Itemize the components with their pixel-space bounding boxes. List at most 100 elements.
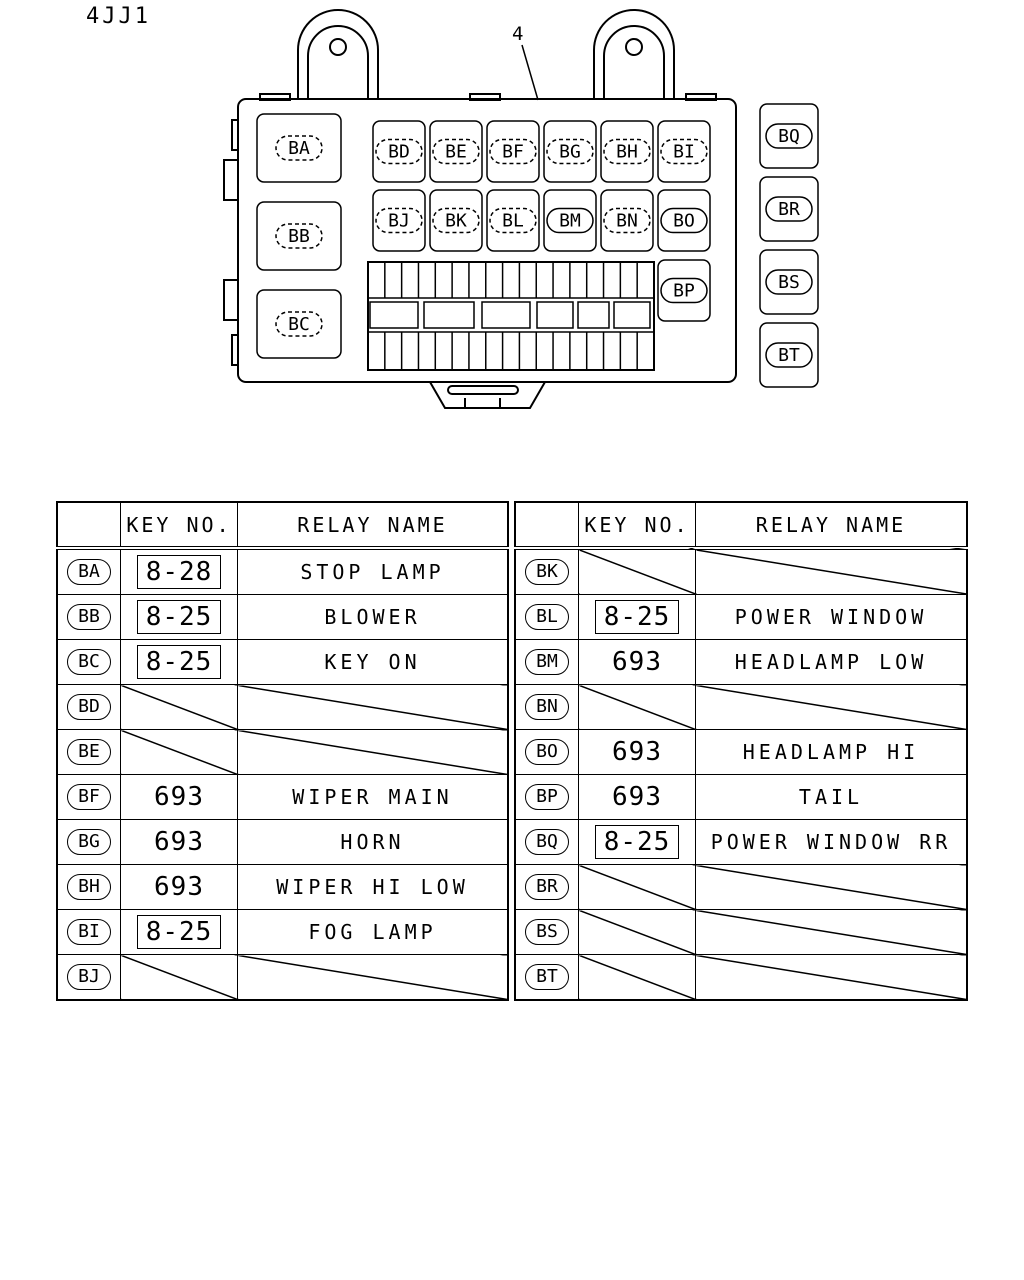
- key-no-cell: 693: [120, 864, 238, 910]
- relay-name-cell: [695, 547, 968, 595]
- relay-slot-bk: BK: [429, 189, 483, 252]
- header-id: [56, 501, 121, 550]
- key-no-cell: [578, 684, 696, 730]
- relay-slot-label: BC: [288, 314, 310, 335]
- key-no-value: 8-25: [136, 600, 222, 634]
- key-no-cell: 693: [120, 774, 238, 820]
- relay-slot-bp: BP: [657, 259, 711, 322]
- key-no-value: 693: [154, 827, 204, 857]
- relay-name-value: WIPER MAIN: [292, 785, 453, 809]
- relay-id-badge: BK: [525, 559, 569, 585]
- relay-box-body: [237, 98, 737, 383]
- key-no-value: 8-25: [136, 645, 222, 679]
- key-no-value: 693: [612, 782, 662, 812]
- relay-slot-bt: BT: [759, 322, 819, 388]
- relay-slot-label: BE: [445, 142, 467, 163]
- relay-id-badge: BF: [67, 784, 111, 810]
- relay-slot-ba: BA: [256, 113, 342, 183]
- relay-slot-label: BM: [559, 211, 581, 232]
- relay-slot-label: BA: [288, 138, 310, 159]
- relay-name-cell: WIPER HI LOW: [237, 864, 509, 910]
- relay-slot-label: BN: [616, 211, 638, 232]
- relay-name-value: HEADLAMP HI: [742, 740, 920, 764]
- key-no-cell: 693: [120, 819, 238, 865]
- key-no-value: 8-25: [594, 600, 680, 634]
- relay-id-cell: BJ: [56, 954, 121, 1001]
- relay-name-cell: [237, 954, 509, 1001]
- fuse-block: [367, 261, 655, 371]
- key-no-cell: [120, 954, 238, 1001]
- relay-name-cell: HORN: [237, 819, 509, 865]
- relay-id-cell: BQ: [514, 819, 579, 865]
- relay-id-badge: BN: [525, 694, 569, 720]
- relay-id-cell: BE: [56, 729, 121, 775]
- relay-name-cell: BLOWER: [237, 594, 509, 640]
- table-row: BS: [514, 909, 968, 955]
- relay-slot-label: BI: [673, 142, 695, 163]
- relay-name-value: POWER WINDOW RR: [710, 830, 952, 854]
- table-row: BK: [514, 547, 968, 595]
- relay-slot-bn: BN: [600, 189, 654, 252]
- relay-slot-bc: BC: [256, 289, 342, 359]
- callout-number: 4: [512, 23, 523, 45]
- relay-slot-label: BT: [778, 345, 800, 366]
- relay-name-cell: STOP LAMP: [237, 547, 509, 595]
- table-row: BJ: [56, 954, 509, 1001]
- relay-id-cell: BF: [56, 774, 121, 820]
- relay-name-cell: FOG LAMP: [237, 909, 509, 955]
- relay-slot-bo: BO: [657, 189, 711, 252]
- key-no-cell: 8-25: [120, 909, 238, 955]
- relay-slot-bg: BG: [543, 120, 597, 183]
- relay-slot-label: BL: [502, 211, 524, 232]
- key-no-value: 693: [154, 782, 204, 812]
- relay-id-cell: BI: [56, 909, 121, 955]
- table-row: BF 693 WIPER MAIN: [56, 774, 509, 820]
- relay-id-badge: BE: [67, 739, 111, 765]
- key-no-cell: 8-25: [120, 639, 238, 685]
- relay-id-badge: BL: [525, 604, 569, 630]
- relay-id-cell: BO: [514, 729, 579, 775]
- relay-name-value: KEY ON: [324, 650, 421, 674]
- key-no-cell: 693: [578, 639, 696, 685]
- relay-name-cell: HEADLAMP LOW: [695, 639, 968, 685]
- relay-name-value: HORN: [340, 830, 405, 854]
- relay-id-badge: BO: [525, 739, 569, 765]
- relay-id-badge: BM: [525, 649, 569, 675]
- relay-slot-br: BR: [759, 176, 819, 242]
- relay-id-badge: BS: [525, 919, 569, 945]
- relay-id-cell: BK: [514, 547, 579, 595]
- key-no-cell: [578, 547, 696, 595]
- relay-id-badge: BQ: [525, 829, 569, 855]
- relay-name-cell: [695, 684, 968, 730]
- relay-name-cell: [695, 864, 968, 910]
- table-row: BN: [514, 684, 968, 730]
- table-row: BD: [56, 684, 509, 730]
- relay-name-cell: WIPER MAIN: [237, 774, 509, 820]
- relay-name-cell: KEY ON: [237, 639, 509, 685]
- relay-slot-label: BP: [673, 281, 695, 302]
- relay-id-badge: BJ: [67, 964, 111, 990]
- relay-id-cell: BP: [514, 774, 579, 820]
- relay-name-value: TAIL: [798, 785, 864, 809]
- relay-id-cell: BB: [56, 594, 121, 640]
- relay-id-cell: BA: [56, 547, 121, 595]
- relay-slot-label: BD: [388, 142, 410, 163]
- table-row: BB 8-25 BLOWER: [56, 594, 509, 640]
- relay-slot-bj: BJ: [372, 189, 426, 252]
- table-row: BR: [514, 864, 968, 910]
- relay-name-cell: [237, 684, 509, 730]
- relay-id-badge: BD: [67, 694, 111, 720]
- relay-name-cell: [237, 729, 509, 775]
- header-key-no: KEY NO.: [120, 501, 238, 550]
- key-no-value: 693: [154, 872, 204, 902]
- relay-slot-bd: BD: [372, 120, 426, 183]
- relay-id-cell: BM: [514, 639, 579, 685]
- relay-id-badge: BP: [525, 784, 569, 810]
- relay-slot-bm: BM: [543, 189, 597, 252]
